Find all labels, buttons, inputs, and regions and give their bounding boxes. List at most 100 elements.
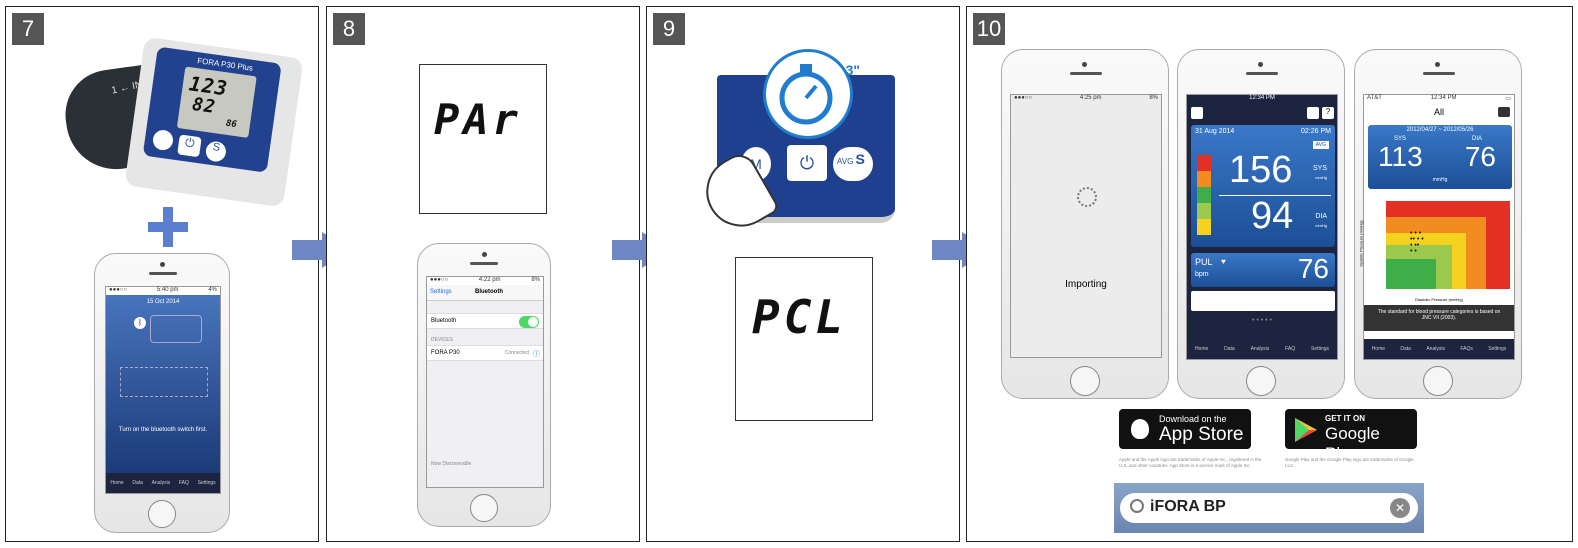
- googleplay-big: Google Play: [1325, 424, 1380, 463]
- tab-analysis[interactable]: Analysis: [151, 480, 171, 486]
- bluetooth-label: Bluetooth: [431, 318, 457, 324]
- sys-value: 113: [1378, 141, 1423, 172]
- clear-icon[interactable]: ✕: [1390, 498, 1410, 518]
- tab-faq[interactable]: FAQ: [1285, 346, 1296, 352]
- home-button[interactable]: [148, 500, 176, 528]
- share-icon[interactable]: [1191, 107, 1203, 119]
- bluetooth-toggle[interactable]: [519, 316, 539, 328]
- search-icon: [1130, 499, 1144, 513]
- tab-bar: Home Data Analysis FAQ Settings: [106, 473, 220, 493]
- home-button[interactable]: [1070, 366, 1100, 396]
- tab-faq[interactable]: FAQ: [178, 480, 189, 486]
- power-button[interactable]: ⏻: [787, 145, 827, 181]
- tab-data[interactable]: Data: [1400, 346, 1411, 352]
- device-name[interactable]: FORA P30: [431, 350, 460, 356]
- status-time: 12:34 PM: [1249, 95, 1275, 101]
- dia-value: 76: [1464, 141, 1496, 172]
- home-button[interactable]: [1246, 366, 1276, 396]
- info-icon[interactable]: ⓘ: [533, 351, 540, 358]
- sys-unit: mmHg: [1315, 175, 1327, 180]
- date-range: 2012/04/27 ~ 2012/05/26: [1406, 127, 1474, 133]
- tab-data[interactable]: Data: [1224, 346, 1235, 352]
- apple-logo-icon: [1131, 419, 1149, 439]
- device-diagram: [150, 315, 202, 343]
- bp-color-scale: [1197, 155, 1211, 235]
- arm-cuff-diagram: [120, 367, 208, 397]
- status-time: 12:34 PM: [1430, 95, 1457, 101]
- step-8-panel: 8 PAr ●●●○○ 4:22 pm 8% Settings Bluetoot…: [326, 6, 640, 542]
- google-play-badge[interactable]: GET IT ON Google Play: [1285, 409, 1417, 463]
- home-button[interactable]: [1423, 366, 1453, 396]
- note-input[interactable]: [1191, 291, 1335, 311]
- status-time: 4:22 pm: [478, 277, 501, 283]
- lcd-text: PAr: [434, 95, 522, 144]
- bp-category-chart: • • ••• • • • ••• •: [1386, 201, 1510, 289]
- search-bar: iFORA BP ✕: [1114, 483, 1424, 533]
- home-button[interactable]: [470, 494, 498, 522]
- tab-analysis[interactable]: Analysis: [1426, 346, 1445, 352]
- search-input[interactable]: iFORA BP ✕: [1120, 493, 1418, 523]
- sys-label: SYS: [1394, 136, 1407, 142]
- tab-home[interactable]: Home: [1371, 346, 1386, 352]
- tab-settings[interactable]: Settings: [197, 480, 216, 486]
- lcd-text: PCL: [752, 290, 848, 344]
- stopwatch-icon: [779, 64, 833, 125]
- app-store-badge[interactable]: Download on the App Store: [1119, 409, 1251, 449]
- phone-screen: ●●●○○ 4:22 pm 8% Settings Bluetooth Blue…: [426, 276, 544, 488]
- lcd-display: PAr: [419, 64, 547, 214]
- back-settings-link[interactable]: Settings: [430, 289, 452, 295]
- pul-label: PUL: [1195, 257, 1213, 267]
- device-status: Connected: [504, 350, 529, 356]
- step-10-panel: 10 ●●●○○ 4:25 pm 8% Importing 12:34 PM ?…: [966, 6, 1573, 542]
- discoverable-text: Now Discoverable: [431, 461, 472, 467]
- smartphone-reading: 12:34 PM ? 31 Aug 2014 02:26 PM AVG 156 …: [1177, 49, 1345, 399]
- power-button[interactable]: ⏻: [177, 134, 202, 158]
- smartphone: ●●●○○ 5:40 pm 4% 15 Oct 2014 ᛒ Turn on t…: [94, 253, 230, 533]
- tab-settings[interactable]: Settings: [1488, 346, 1507, 352]
- plus-icon: [148, 207, 188, 247]
- apple-legal: Apple and the Apple logo are trademarks …: [1119, 457, 1262, 468]
- reading-date: 31 Aug 2014: [1195, 128, 1235, 135]
- avg-set-button[interactable]: AVG S: [833, 147, 873, 181]
- phone-screen: ●●●○○ 5:40 pm 4% 15 Oct 2014 ᛒ Turn on t…: [105, 286, 221, 494]
- chart-xlabel: Diastolic Pressure (mmHg): [1415, 297, 1463, 302]
- scatter-points: • • ••• • • • ••• •: [1410, 230, 1424, 255]
- phone-screen: ●●●○○ 4:25 pm 8% Importing: [1010, 94, 1162, 358]
- search-value: iFORA BP: [1150, 498, 1226, 515]
- tab-settings[interactable]: Settings: [1310, 346, 1330, 352]
- status-time: 4:25 pm: [1079, 95, 1102, 101]
- s-label: S: [855, 151, 865, 167]
- importing-text: Importing: [1065, 279, 1107, 290]
- dia-label: DIA: [1471, 136, 1482, 142]
- blood-pressure-monitor: FORA P30 Plus 123 82 86 ⏻ S: [124, 36, 304, 208]
- status-carrier: ●●●○○: [430, 277, 449, 283]
- stopwatch-bubble: 3": [763, 49, 860, 139]
- chart-ylabel: Systolic Pressure (mmHg): [1358, 220, 1364, 267]
- timer-label: 3": [845, 62, 860, 78]
- tab-analysis[interactable]: Analysis: [1250, 346, 1270, 352]
- tab-data[interactable]: Data: [132, 480, 143, 486]
- status-carrier: AT&T: [1367, 95, 1382, 101]
- device-lcd: 123 82 86: [176, 66, 257, 138]
- lcd-display: PCL: [735, 257, 873, 421]
- step-number: 10: [973, 13, 1005, 45]
- screen-title: Bluetooth: [475, 289, 503, 295]
- chart-note: The standard for blood pressure categori…: [1364, 305, 1514, 331]
- tab-home[interactable]: Home: [1194, 346, 1209, 352]
- step-7-panel: 7 1 ← INDEX → FORA P30 Plus 123 82 86 ⏻ …: [5, 6, 319, 542]
- step-9-panel: 9 M ⏻ AVG S 3" PCL: [646, 6, 960, 542]
- dia-value: 94: [1251, 195, 1294, 237]
- tab-faqs[interactable]: FAQs: [1460, 346, 1473, 352]
- sync-icon[interactable]: [1307, 107, 1319, 119]
- summary-card: 2012/04/27 ~ 2012/05/26 SYS DIA 113 76 m…: [1368, 125, 1512, 189]
- help-icon[interactable]: ?: [1322, 107, 1334, 119]
- smartphone-importing: ●●●○○ 4:25 pm 8% Importing: [1001, 49, 1169, 399]
- tab-home[interactable]: Home: [110, 480, 124, 486]
- dia-unit: mmHg: [1315, 223, 1327, 228]
- phone-screen: 12:34 PM ? 31 Aug 2014 02:26 PM AVG 156 …: [1186, 94, 1338, 360]
- tab-bar: Home Data Analysis FAQs Settings: [1364, 339, 1514, 359]
- reading-time: 02:26 PM: [1301, 128, 1331, 135]
- step-number: 7: [12, 13, 44, 45]
- sys-label: SYS: [1312, 165, 1327, 172]
- back-icon[interactable]: [1498, 107, 1510, 117]
